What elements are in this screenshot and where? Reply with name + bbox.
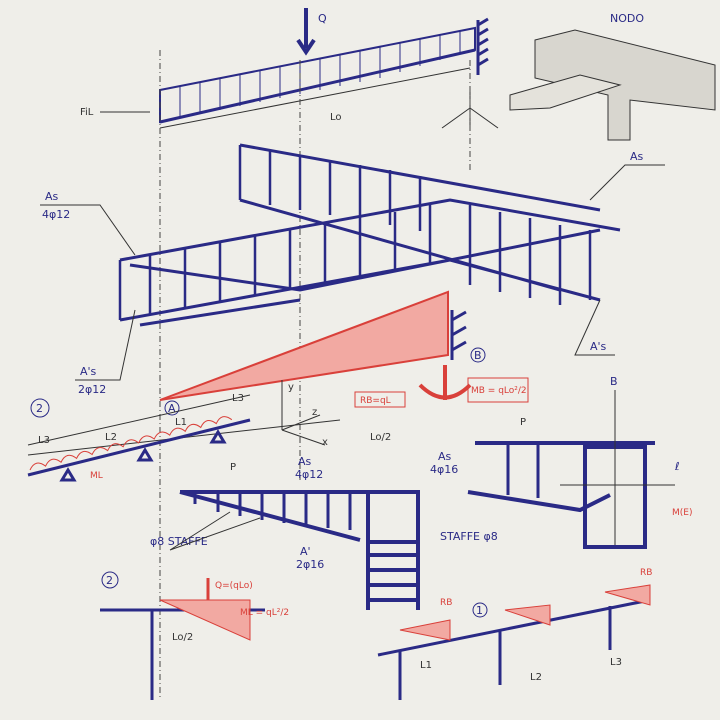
as-mid-bars: 4φ12	[295, 468, 323, 481]
column-section: B ℓ M(E) As 4φ16 P STAFFE φ8	[430, 375, 692, 549]
moment-arrow-icon	[418, 365, 472, 400]
as-left-label: As	[45, 190, 59, 203]
node-block: NODO	[509, 12, 716, 141]
axis-y: y	[288, 382, 294, 393]
l3-left: L3	[38, 435, 50, 446]
frame-diagram-right: 1 RB RB L1 L2 L3	[377, 568, 652, 700]
lo-half-b: Lo/2	[172, 632, 193, 643]
tapered-beam-section: As 4φ12 P φ8 STAFFE A' 2φ16	[150, 455, 420, 610]
as-right-label: As	[630, 150, 644, 163]
l2-b: L2	[530, 672, 542, 683]
case-1-label: 1	[476, 604, 483, 617]
pitch-p2: P	[520, 417, 526, 428]
continuous-beam: 2 L3 L2 L1 L3 ML y z x	[27, 380, 341, 482]
cantilever-load-diagram: Q FiL Lo	[80, 8, 499, 129]
point-b-label: B	[474, 349, 482, 362]
l1-b: L1	[420, 660, 432, 671]
axis-z: z	[312, 407, 317, 418]
ml-formula: ML = qL²/2	[240, 608, 289, 618]
q-qlo: Q=(qLo)	[215, 581, 253, 591]
as-left-bars: 4φ12	[42, 208, 70, 221]
rb-formula: RB=qL	[360, 396, 391, 406]
a1-bottom-bars: 2φ16	[296, 558, 324, 571]
moment-diagram: B RB=qL MB = qLo²/2 A Lo/2	[159, 290, 529, 443]
a1-bottom-label: A'	[300, 545, 311, 558]
axis-x: x	[322, 437, 328, 448]
load-arrow	[296, 8, 316, 56]
frame-diagram-left: 2 Q=(qLo) ML = qL²/2 Lo/2	[100, 571, 289, 700]
a1s-left-label: A's	[80, 365, 97, 378]
rb2-label: RB	[440, 598, 452, 608]
as-mid-label: As	[298, 455, 312, 468]
as-r-bars: 4φ16	[430, 463, 458, 476]
load-label: Q	[318, 12, 327, 25]
rebar-cage: As 4φ12 As A's 2φ12 A's	[40, 143, 665, 396]
case-2-label: 2	[36, 402, 43, 415]
l2-label: L2	[105, 432, 117, 443]
staffe-left: φ8 STAFFE	[150, 535, 208, 548]
as-r-label: As	[438, 450, 452, 463]
section-b-label: B	[610, 375, 618, 388]
ml-label: ML	[90, 471, 103, 481]
staffe-right: STAFFE φ8	[440, 530, 498, 543]
a1s-right-label: A's	[590, 340, 607, 353]
fil-label: FiL	[80, 107, 94, 118]
rb3-label: RB	[640, 568, 652, 578]
l3-b: L3	[610, 657, 622, 668]
lo-half-label: Lo/2	[370, 432, 391, 443]
moment-e: M(E)	[672, 508, 692, 518]
lo-label: Lo	[330, 112, 342, 123]
l1-label: L1	[175, 417, 187, 428]
pitch-p: P	[230, 462, 236, 473]
a1s-left-bars: 2φ12	[78, 383, 106, 396]
case-2b-label: 2	[106, 574, 113, 587]
point-a-label: A	[168, 402, 176, 415]
nodo-label: NODO	[610, 12, 644, 25]
axis-label: ℓ	[674, 460, 680, 473]
mb-formula: MB = qLo²/2	[471, 386, 527, 396]
l3-right: L3	[232, 393, 244, 404]
